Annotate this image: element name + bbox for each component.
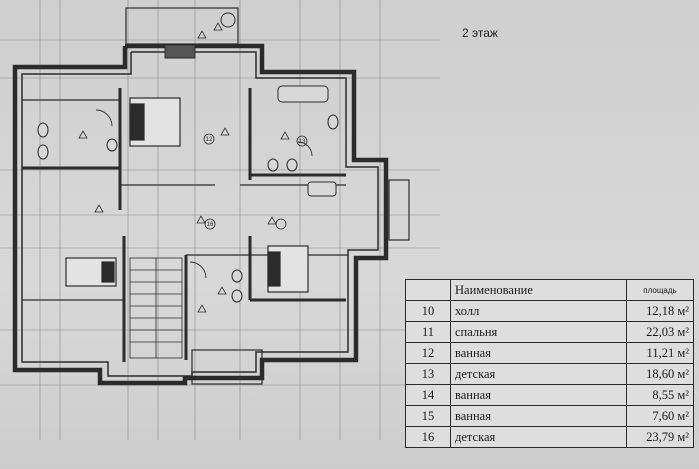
top-balcony	[125, 7, 239, 45]
row-area: 8,55 м²	[626, 384, 694, 406]
row-name: холл	[450, 300, 627, 322]
row-num: 13	[405, 363, 451, 385]
row-num: 14	[405, 384, 451, 406]
header-num-cell	[405, 279, 451, 301]
table-header-row: Наименование площадь	[405, 279, 694, 301]
table-row: 16 детская 23,79 м²	[405, 426, 694, 448]
staircase	[129, 257, 183, 359]
room-tags	[203, 133, 308, 230]
table-row: 15 ванная 7,60 м²	[405, 405, 694, 427]
row-area: 11,21 м²	[626, 342, 694, 364]
exterior-walls	[12, 43, 389, 386]
room-tag-labels: 12 13 16	[206, 137, 306, 228]
bath-fixtures	[37, 85, 339, 303]
row-area: 18,60 м²	[626, 363, 694, 385]
room-tag-13: 16	[207, 222, 214, 228]
row-name: детская	[450, 426, 627, 448]
table-row: 14 ванная 8,55 м²	[405, 384, 694, 406]
door-swings	[95, 109, 313, 279]
axis-grid	[0, 0, 440, 440]
table-row: 13 детская 18,60 м²	[405, 363, 694, 385]
row-area: 7,60 м²	[626, 405, 694, 427]
beds	[65, 97, 309, 293]
row-name: детская	[450, 363, 627, 385]
room-tag-12: 13	[299, 139, 306, 145]
room-tag-11: 12	[206, 137, 213, 143]
row-num: 11	[405, 321, 451, 343]
row-num: 15	[405, 405, 451, 427]
row-name: ванная	[450, 384, 627, 406]
row-num: 16	[405, 426, 451, 448]
row-area: 12,18 м²	[626, 300, 694, 322]
row-name: спальня	[450, 321, 627, 343]
row-area: 23,79 м²	[626, 426, 694, 448]
header-area-cell: площадь	[626, 279, 694, 301]
right-balcony	[388, 179, 410, 241]
row-name: ванная	[450, 405, 627, 427]
table-row: 12 ванная 11,21 м²	[405, 342, 694, 364]
chimney	[164, 44, 196, 59]
row-area: 22,03 м²	[626, 321, 694, 343]
bottom-porch	[191, 349, 263, 385]
exterior-walls-inner	[21, 51, 379, 377]
table-row: 11 спальня 22,03 м²	[405, 321, 694, 343]
row-num: 12	[405, 342, 451, 364]
floor-title: 2 этаж	[462, 26, 498, 40]
table-row: 10 холл 12,18 м²	[405, 300, 694, 322]
room-schedule-table: Наименование площадь 10 холл 12,18 м² 11…	[405, 279, 694, 448]
level-markers	[78, 22, 290, 313]
row-name: ванная	[450, 342, 627, 364]
interior-walls	[22, 88, 346, 362]
row-num: 10	[405, 300, 451, 322]
header-name-cell: Наименование	[450, 279, 627, 301]
